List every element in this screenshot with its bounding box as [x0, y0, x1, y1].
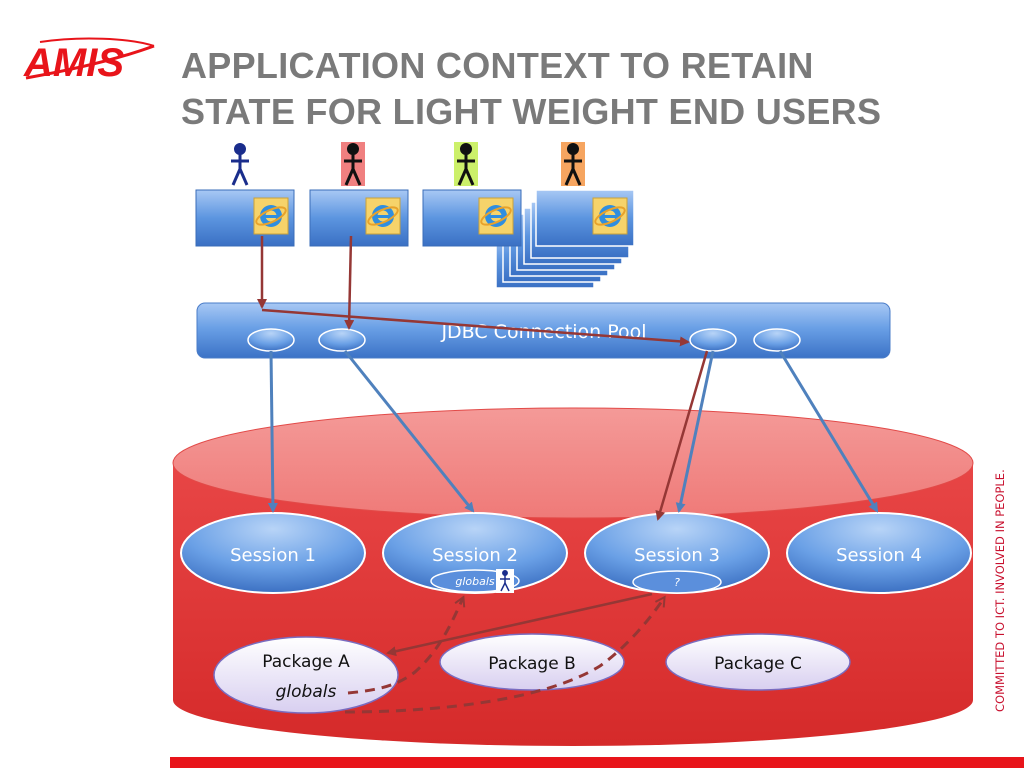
- session-label: Session 2: [432, 545, 518, 566]
- internet-explorer-icon: [478, 197, 514, 235]
- browser-window-1: [195, 189, 295, 247]
- stick-figure-icon: [344, 143, 362, 186]
- stick-figure-icon: [231, 143, 249, 186]
- package-c: Package C: [665, 633, 851, 691]
- company-slogan: COMMITTED TO ICT. INVOLVED IN PEOPLE.: [993, 469, 1007, 712]
- pool-connection-1: [247, 328, 295, 352]
- session-1: Session 1: [180, 512, 366, 594]
- package-sub-label: globals: [276, 682, 337, 702]
- logo-text: AMIS: [23, 41, 124, 85]
- package-label: Package C: [714, 654, 802, 674]
- end-user-3: [454, 142, 478, 186]
- session-globals-label: globals: [455, 575, 495, 588]
- arrow-browser2-pool: [344, 235, 355, 330]
- end-user-1: [231, 143, 249, 186]
- dashed-package-a-to-session3: [344, 598, 664, 714]
- end-user-4: [561, 142, 585, 186]
- arrow-conn4-session4: [778, 350, 879, 513]
- session-label: Session 1: [230, 545, 316, 566]
- session-2: Session 2 globals: [382, 512, 568, 594]
- slide-title-line-1: APPLICATION CONTEXT TO RETAIN: [181, 45, 814, 86]
- session-label: Session 4: [836, 545, 922, 566]
- session-label: Session 3: [634, 545, 720, 566]
- internet-explorer-icon: [592, 197, 628, 235]
- amis-logo: AMIS: [23, 37, 155, 85]
- package-a: Package A globals: [213, 636, 399, 714]
- stick-figure-icon: [457, 143, 475, 186]
- pool-to-session-arrows: [267, 350, 879, 513]
- package-label: Package B: [488, 654, 576, 674]
- session-4: Session 4: [786, 512, 972, 594]
- arrow-conn1-session1: [267, 350, 278, 513]
- browser-window-4: [535, 189, 635, 247]
- internet-explorer-icon: [253, 197, 289, 235]
- dashed-globals-to-session2: [347, 598, 463, 695]
- slide-title-line-2: STATE FOR LIGHT WEIGHT END USERS: [181, 91, 882, 132]
- internet-explorer-icon: [365, 197, 401, 235]
- session-unknown-label: ?: [674, 576, 680, 589]
- package-b: Package B: [439, 633, 625, 691]
- arrow-pool-connection3: [261, 308, 690, 347]
- pool-connection-2: [318, 328, 366, 352]
- jdbc-connection-pool: JDBC Connection Pool: [196, 302, 891, 359]
- pool-connection-4: [753, 328, 801, 352]
- stick-figure-icon: [496, 569, 514, 593]
- request-arrows: [257, 235, 709, 657]
- arrow-conn2-session2: [343, 350, 475, 513]
- browser-window-2: [309, 189, 409, 247]
- session-3: Session 3 ?: [584, 512, 770, 594]
- pool-connection-3: [689, 328, 737, 352]
- arrow-conn3-session3: [675, 350, 715, 513]
- browser-window-3: [422, 189, 522, 247]
- arrow-connection3-session3: [655, 350, 709, 521]
- session-unknown-tag: [632, 570, 722, 594]
- globals-dashed-links: [344, 598, 664, 714]
- arrow-session3-package-a: [386, 592, 653, 657]
- end-user-2: [341, 142, 365, 186]
- package-label: Package A: [262, 652, 350, 672]
- stick-figure-icon: [564, 143, 582, 186]
- footer-bar: [170, 757, 1024, 768]
